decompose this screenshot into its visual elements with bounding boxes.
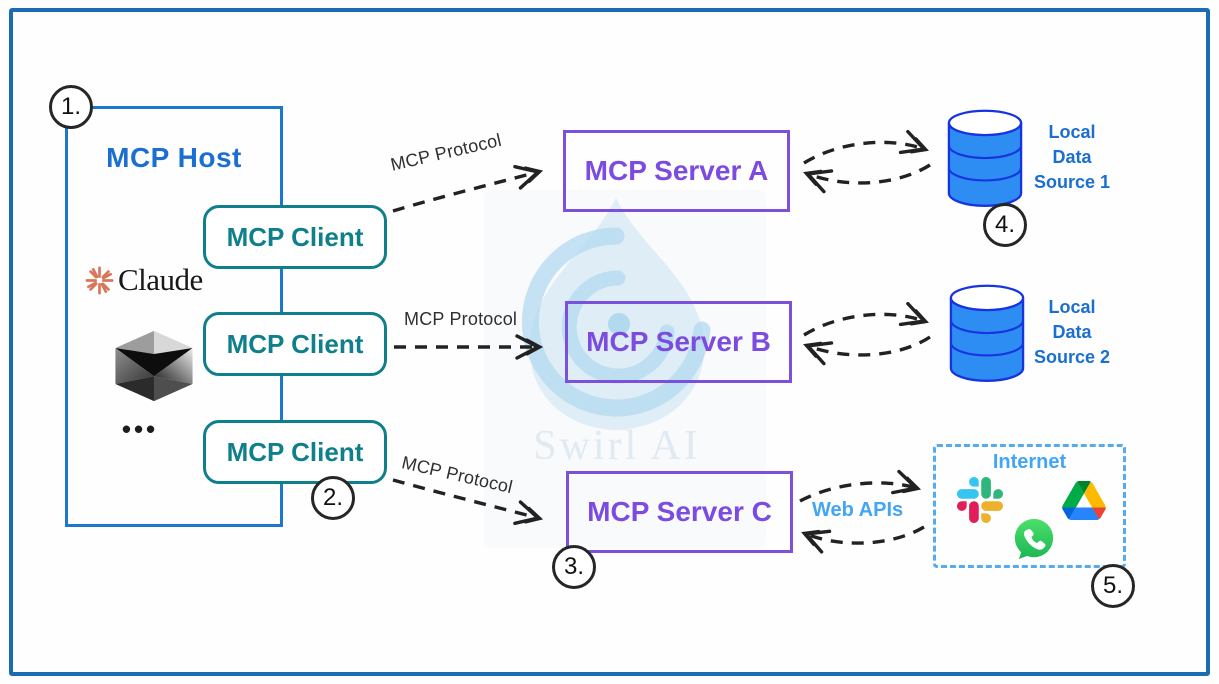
mcp-client-label: MCP Client <box>226 221 364 252</box>
mcp-client-label: MCP Client <box>226 328 364 359</box>
badge-5: 5. <box>1091 564 1135 608</box>
ellipsis: ••• <box>121 414 159 444</box>
internet-label: Internet <box>992 451 1067 473</box>
mcp-client-box-2: MCP Client <box>203 312 387 376</box>
google-drive-icon <box>1062 481 1106 520</box>
badge-1: 1. <box>49 85 93 129</box>
watermark-brand-text: Swirl AI <box>533 423 701 469</box>
watermark-swirl-icon <box>521 198 711 430</box>
internet-box <box>933 444 1126 568</box>
mcp-server-a-box: MCP Server A <box>563 130 790 212</box>
mcp-client-label: MCP Client <box>226 436 364 467</box>
mcp-host-title: MCP Host <box>106 142 242 173</box>
mcp-client-box-1: MCP Client <box>203 205 387 269</box>
badge-2: 2. <box>311 476 355 520</box>
mcp-protocol-label-2: MCP Protocol <box>404 309 518 329</box>
web-apis-label: Web APIs <box>812 499 904 521</box>
claude-logo: Claude <box>84 262 203 298</box>
slack-icon <box>957 477 1003 523</box>
mcp-server-b-box: MCP Server B <box>565 301 792 383</box>
local-data-source-2-label: Local Data Source 2 <box>1033 297 1111 367</box>
mcp-server-c-label: MCP Server C <box>587 496 772 527</box>
claude-starburst-icon <box>85 266 114 294</box>
outer-frame <box>9 8 1210 676</box>
local-data-source-1-label: Local Data Source 1 <box>1033 122 1111 192</box>
badge-4: 4. <box>983 203 1027 247</box>
database-icon-1 <box>947 109 1023 207</box>
database-icon-2 <box>949 284 1025 382</box>
mcp-server-a-label: MCP Server A <box>584 155 769 186</box>
claude-wordmark: Claude <box>118 262 203 297</box>
whatsapp-icon <box>1014 518 1054 560</box>
mcp-server-b-label: MCP Server B <box>586 326 771 357</box>
cube-icon <box>115 330 193 402</box>
mcp-client-box-3: MCP Client <box>203 420 387 484</box>
mcp-server-c-box: MCP Server C <box>566 471 793 553</box>
badge-3: 3. <box>552 545 596 589</box>
